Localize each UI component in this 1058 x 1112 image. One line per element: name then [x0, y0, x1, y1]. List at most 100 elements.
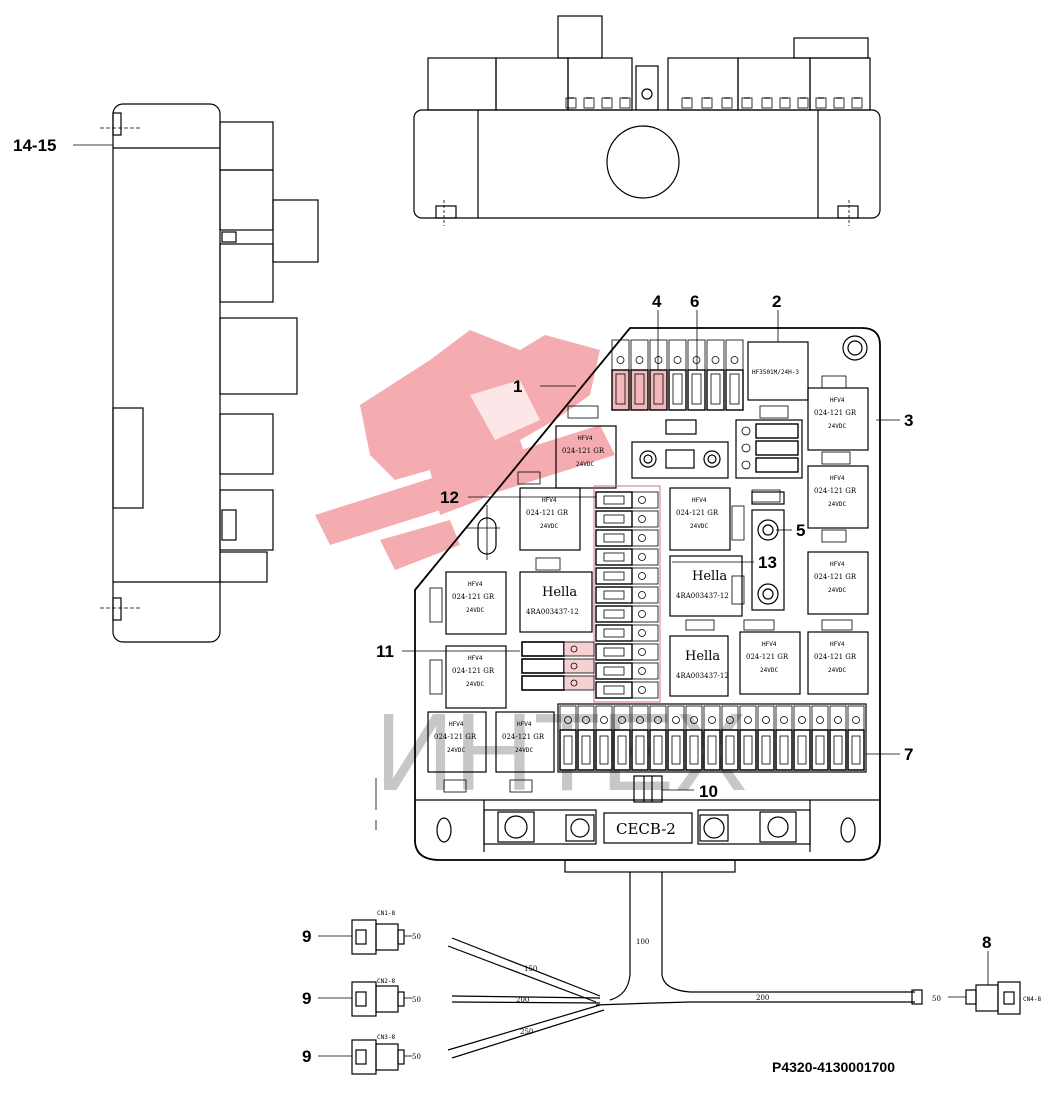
relay-voltage: 24VDC — [828, 501, 846, 508]
center-fuse-blade — [603, 571, 625, 581]
flasher-label: HF3501M/24H-3 — [752, 369, 799, 376]
small-component — [821, 529, 847, 543]
dim-50-cn2: 50 — [412, 996, 421, 1004]
bottom-fuse-terminal — [834, 716, 842, 724]
center-fuse-terminal — [638, 572, 646, 580]
hfv4-relay — [807, 551, 869, 615]
bottom-fuse-terminal — [816, 716, 824, 724]
callout-11: 11 — [376, 642, 394, 661]
top-view — [413, 15, 881, 226]
bottom-fuse-terminal — [852, 716, 860, 724]
center-fuse-blade — [603, 514, 625, 524]
connector-cn1: CN1-8 — [351, 910, 405, 955]
relay-model: HFV4 — [830, 475, 845, 482]
bottom-fuse-terminal — [690, 716, 698, 724]
top-view-pin — [583, 97, 595, 109]
bottom-fuse-blade — [563, 735, 573, 765]
center-fuse-socket — [631, 567, 659, 585]
bottom-fuse-blade — [797, 735, 807, 765]
right-fuse — [755, 440, 799, 456]
bottom-fuse-blade — [725, 735, 735, 765]
bottom-fuse-holder — [811, 705, 829, 731]
cn4-label: CN4-8 — [1023, 996, 1041, 1003]
small-component — [821, 619, 853, 631]
hfv4-relay — [669, 487, 731, 551]
bottom-fuse-blade — [707, 735, 717, 765]
relay-model: HFV4 — [449, 721, 464, 728]
top-fuse-holder — [706, 339, 725, 371]
top-view-pin — [701, 97, 713, 109]
small-component — [429, 587, 443, 623]
center-fuse — [595, 681, 633, 699]
top-fuse-blade — [634, 373, 645, 405]
bottom-fuse-terminal — [672, 716, 680, 724]
part-number: P4320-4130001700 — [772, 1059, 895, 1075]
relay-part: 024-121 GR — [526, 509, 569, 517]
hella-part: 4RA003437-12 — [526, 608, 579, 616]
center-fuse — [595, 529, 633, 547]
relay-part: 024-121 GR — [814, 409, 857, 417]
top-view-pin — [851, 97, 863, 109]
center-fuse-blade — [603, 666, 625, 676]
relay-part: 024-121 GR — [814, 573, 857, 581]
bottom-fuse-holder — [829, 705, 847, 731]
top-view-pin — [721, 97, 733, 109]
relay-part: 024-121 GR — [562, 447, 605, 455]
center-fuse-blade — [603, 533, 625, 543]
center-fuse-blade — [603, 590, 625, 600]
center-fuse-blade — [603, 552, 625, 562]
top-fuse-holder — [611, 339, 630, 371]
center-fuse — [595, 605, 633, 623]
hfv4-relay — [445, 645, 507, 709]
top-view-pin — [797, 97, 809, 109]
left-fuse-terminal — [570, 679, 578, 687]
relay-voltage: 24VDC — [540, 523, 558, 530]
center-fuse-socket — [631, 624, 659, 642]
relay-part: 024-121 GR — [434, 733, 477, 741]
dim-200-left: 200 — [516, 996, 529, 1004]
callout-14-15: 14-15 — [13, 136, 56, 155]
top-fuse-holder — [725, 339, 744, 371]
small-component — [567, 405, 599, 419]
callout-3: 3 — [904, 411, 913, 430]
dim-150: 150 — [524, 965, 537, 973]
bottom-fuse-holder — [757, 705, 775, 731]
bottom-fuse-holder — [793, 705, 811, 731]
bottom-fuse-terminal — [654, 716, 662, 724]
top-fuse-terminal — [673, 356, 682, 364]
center-fuse — [595, 586, 633, 604]
bottom-fuse-blade — [833, 735, 843, 765]
center-fuse-socket — [631, 510, 659, 528]
bottom-fuse-terminal — [798, 716, 806, 724]
relay-part: 024-121 GR — [502, 733, 545, 741]
callout-13: 13 — [758, 553, 777, 572]
top-fuse-blade — [691, 373, 702, 405]
callout-12: 12 — [440, 488, 459, 507]
relay-model: HFV4 — [830, 397, 845, 404]
bottom-fuse-terminal — [618, 716, 626, 724]
callout-1: 1 — [513, 377, 522, 396]
center-fuse-blade — [603, 647, 625, 657]
center-fuse — [595, 491, 633, 509]
bottom-fuse-blade — [779, 735, 789, 765]
hella-relay — [669, 555, 743, 617]
center-fuse-socket — [631, 491, 659, 509]
bottom-fuse-row — [557, 703, 867, 773]
center-fuse — [595, 510, 633, 528]
callout-8: 8 — [982, 933, 991, 952]
top-fuse-holder — [630, 339, 649, 371]
relay-model: HFV4 — [762, 641, 777, 648]
left-fuse-terminal — [570, 662, 578, 670]
bottom-fuse-terminal — [600, 716, 608, 724]
connector-cn4: CN4-8 — [965, 981, 1041, 1015]
center-fuse-column — [593, 485, 661, 703]
cn2-label: CN2-8 — [377, 978, 395, 985]
center-fuse — [595, 662, 633, 680]
bottom-fuse-blade — [599, 735, 609, 765]
center-fuse-terminal — [638, 496, 646, 504]
side-view — [73, 103, 319, 643]
bottom-fuse-holder — [847, 705, 865, 731]
bottom-fuse-blade — [815, 735, 825, 765]
center-fuse-terminal — [638, 553, 646, 561]
